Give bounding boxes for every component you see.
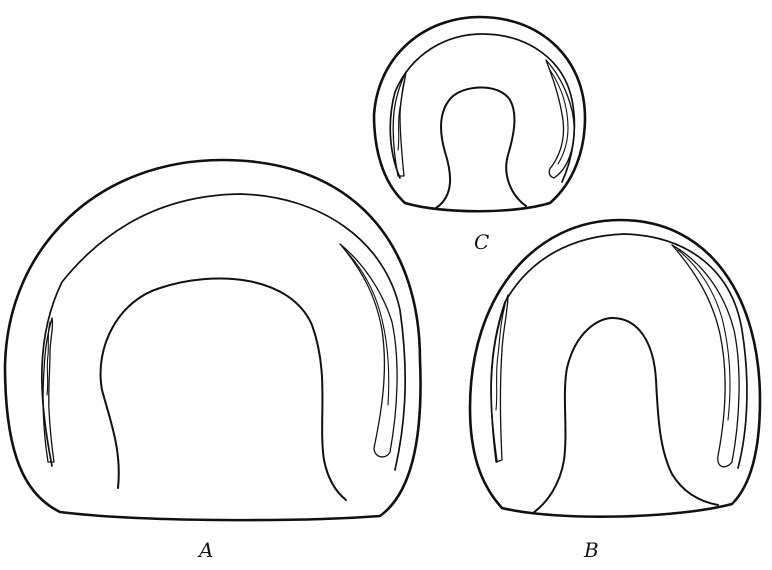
label-c: C: [474, 230, 489, 254]
section-c-inner-arch: [390, 34, 574, 182]
section-a-inner-arch: [42, 194, 405, 470]
section-b-outer-wall: [470, 220, 760, 517]
section-a: A: [5, 160, 421, 562]
section-c-left-band: [393, 72, 406, 176]
section-b-inner-arch: [491, 234, 747, 468]
section-b: B: [470, 220, 760, 562]
section-c: C: [374, 17, 585, 254]
label-b: B: [583, 538, 599, 562]
section-c-outer-wall: [374, 17, 585, 211]
label-a: A: [197, 538, 213, 562]
section-c-right-band-detail: [550, 70, 568, 164]
section-c-core-cavity: [436, 87, 526, 208]
section-a-outer-wall: [5, 160, 421, 520]
section-b-core-cavity: [533, 318, 718, 513]
section-a-core-cavity: [101, 278, 346, 500]
section-b-right-band-detail: [678, 250, 730, 420]
